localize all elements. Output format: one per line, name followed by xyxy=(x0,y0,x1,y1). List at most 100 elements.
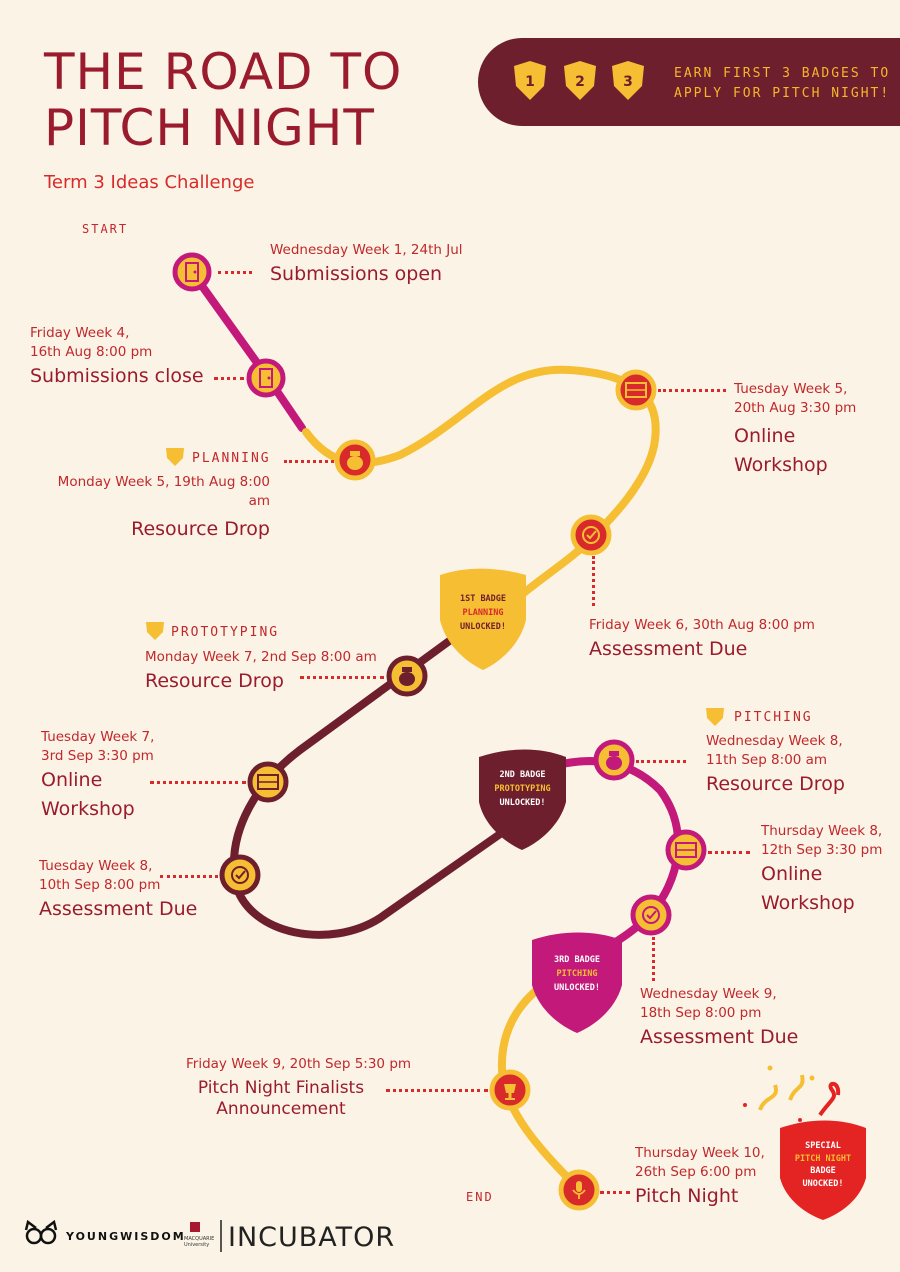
event-title-line-1: Online xyxy=(734,425,796,447)
event-title-line-1: Online xyxy=(41,769,103,791)
node-submissions-open xyxy=(172,252,212,292)
macquarie-logo-icon xyxy=(190,1222,200,1232)
event-title-line-1: Online xyxy=(761,863,823,885)
node-prototyping-assessment xyxy=(219,854,261,896)
event-date: Wednesday Week 1, 24th Jul xyxy=(270,242,463,258)
badge-2-icon: 2 xyxy=(564,61,596,100)
connector-planning-resource xyxy=(284,460,334,463)
node-prototyping-resource xyxy=(386,655,428,697)
connector-prototyping-workshop xyxy=(150,781,246,784)
event-title: Assessment Due xyxy=(39,898,198,920)
event-date-line-1: Wednesday Week 8, xyxy=(706,733,843,749)
event-pitch-night: Thursday Week 10, 26th Sep 6:00 pm Pitch… xyxy=(635,1144,765,1211)
badge-1-shield xyxy=(440,568,526,670)
connector-pitch-night xyxy=(600,1191,630,1194)
badge-special-shield xyxy=(780,1120,866,1220)
connector-pitching-resource xyxy=(636,760,686,763)
event-date-line-1: Tuesday Week 5, xyxy=(734,381,848,397)
badge-3-line-3: UNLOCKED! xyxy=(553,983,601,993)
macquarie-line-2: University xyxy=(184,1242,210,1248)
badge-2-text: 2ND BADGE PROTOTYPING UNLOCKED! xyxy=(479,768,566,810)
node-planning-workshop xyxy=(615,369,657,411)
event-pitching-assessment: Wednesday Week 9, 18th Sep 8:00 pm Asses… xyxy=(640,985,798,1052)
event-title-line-2: Workshop xyxy=(761,892,855,914)
event-title-line-2: Announcement xyxy=(216,1099,346,1119)
money-bag-icon xyxy=(399,667,415,686)
event-planning-workshop: Tuesday Week 5, 20th Aug 3:30 pm Online … xyxy=(734,380,856,480)
microphone-icon xyxy=(572,1181,586,1199)
end-label: END xyxy=(466,1190,494,1204)
badge-special-line-3: BADGE xyxy=(810,1166,836,1176)
connector-pitching-workshop xyxy=(708,851,750,854)
badge-2-line-2: PROTOTYPING xyxy=(494,784,551,794)
connector-planning-assessment xyxy=(592,556,595,606)
title-line-2: PITCH NIGHT xyxy=(44,99,375,157)
event-title-line-1: Pitch Night Finalists xyxy=(197,1078,365,1098)
event-title: Submissions open xyxy=(270,263,443,285)
event-title: Pitch Night xyxy=(635,1185,739,1207)
node-pitching-workshop xyxy=(665,829,707,871)
badge-3-shield xyxy=(532,932,622,1033)
badge-1-icon: 1 xyxy=(514,61,546,100)
event-date-line-2: 10th Sep 8:00 pm xyxy=(39,877,161,893)
event-title: Assessment Due xyxy=(640,1026,799,1048)
event-title-line-2: Workshop xyxy=(41,798,135,820)
banner-line-2: APPLY FOR PITCH NIGHT! xyxy=(674,86,891,101)
event-date-line-1: Friday Week 4, xyxy=(30,325,130,341)
event-planning-assessment: Friday Week 6, 30th Aug 8:00 pm Assessme… xyxy=(589,616,815,664)
category-prototyping: PROTOTYPING xyxy=(171,625,280,640)
event-date-line-1: Thursday Week 10, xyxy=(635,1145,765,1161)
badge-special-line-2: PITCH NIGHT xyxy=(794,1153,852,1164)
check-icon xyxy=(231,866,249,884)
road-segment-planning xyxy=(302,365,660,604)
trophy-icon xyxy=(504,1084,516,1100)
workshop-icon xyxy=(675,842,697,858)
road-segment-final xyxy=(497,971,579,1189)
connector-prototyping-resource xyxy=(300,676,384,679)
svg-text:2: 2 xyxy=(575,74,585,90)
badge-1-line-3: UNLOCKED! xyxy=(459,622,507,632)
category-pitching: PITCHING xyxy=(734,710,813,725)
event-submissions-close: Friday Week 4, 16th Aug 8:00 pm Submissi… xyxy=(30,324,204,391)
event-prototyping-assessment: Tuesday Week 8, 10th Sep 8:00 pm Assessm… xyxy=(39,857,197,924)
badge-special-line-4: UNOCKED! xyxy=(802,1178,844,1189)
node-planning-assessment xyxy=(570,514,612,556)
event-date: Monday Week 5, 19th Aug 8:00 am xyxy=(57,474,270,509)
category-planning: PLANNING xyxy=(192,451,271,466)
macquarie-logo-text: MACQUARIE University xyxy=(184,1236,214,1248)
road-segment-start xyxy=(188,268,306,432)
badge-1-text: 1ST BADGE PLANNING UNLOCKED! xyxy=(440,592,526,634)
event-finalists: Friday Week 9, 20th Sep 5:30 pm Pitch Ni… xyxy=(186,1055,416,1120)
money-bag-icon xyxy=(347,451,363,470)
svg-text:3: 3 xyxy=(623,74,633,90)
event-date: Monday Week 7, 2nd Sep 8:00 am xyxy=(145,649,377,665)
event-date-line-1: Wednesday Week 9, xyxy=(640,986,777,1002)
event-title: Resource Drop xyxy=(706,773,845,795)
event-date-line-2: 11th Sep 8:00 am xyxy=(706,752,828,768)
event-date-line-2: 20th Aug 3:30 pm xyxy=(734,400,857,416)
node-planning-resource xyxy=(334,439,376,481)
event-title: Assessment Due xyxy=(589,638,748,660)
event-date-line-1: Tuesday Week 7, xyxy=(41,729,155,745)
badge-2-line-3: UNLOCKED! xyxy=(499,798,546,808)
badge-special-text: SPECIAL PITCH NIGHT BADGE UNOCKED! xyxy=(780,1140,866,1190)
prototyping-shield-icon xyxy=(146,622,164,640)
banner-badges: 1 2 3 xyxy=(514,61,644,100)
event-prototyping-workshop: Tuesday Week 7, 3rd Sep 3:30 pm Online W… xyxy=(41,728,154,824)
node-pitching-assessment xyxy=(630,894,672,936)
planning-shield-icon xyxy=(166,448,184,466)
event-pitching-workshop: Thursday Week 8, 12th Sep 3:30 pm Online… xyxy=(761,822,882,918)
door-icon xyxy=(259,368,273,388)
node-prototyping-workshop xyxy=(247,761,289,803)
event-planning-resource: Monday Week 5, 19th Aug 8:00 am Resource… xyxy=(57,473,270,544)
badge-2-line-1: 2ND BADGE xyxy=(499,770,546,780)
subtitle: Term 3 Ideas Challenge xyxy=(44,172,255,193)
youngwisdom-logo: YOUNGWISDOM xyxy=(66,1230,186,1243)
badge-1-line-2: PLANNING xyxy=(462,608,504,618)
connector-finalists xyxy=(386,1089,488,1092)
node-pitching-resource xyxy=(593,739,635,781)
badge-2-shield xyxy=(479,749,566,850)
workshop-icon xyxy=(625,382,647,398)
event-date: Friday Week 9, 20th Sep 5:30 pm xyxy=(186,1056,412,1072)
